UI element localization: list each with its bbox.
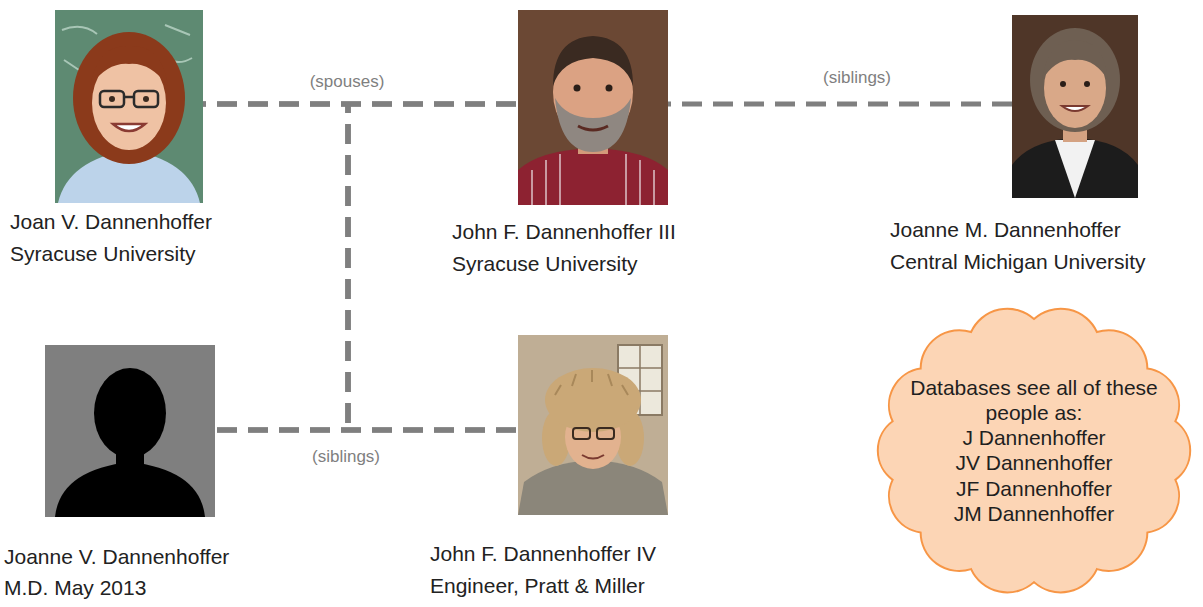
shirt — [518, 148, 668, 205]
dashed-segment — [668, 102, 1012, 107]
glasses-bridge — [124, 96, 134, 99]
person-name: Joanne V. Dannenhoffer — [4, 541, 324, 572]
smile — [582, 455, 604, 459]
photo-frame: Joan V. DannenhofferSyracuse University — [55, 10, 203, 203]
dashed-segment — [348, 428, 518, 433]
name-variant: JV Dannenhoffer — [909, 450, 1159, 475]
glasses — [134, 91, 158, 107]
eye — [1084, 81, 1090, 87]
cloud-outline — [870, 300, 1198, 601]
person-detail: Central Michigan University — [890, 246, 1195, 278]
glasses — [597, 428, 614, 439]
dashed-segment — [348, 102, 518, 107]
hair-fringe — [90, 46, 168, 86]
cloud-text: Databases see all of these people as:J D… — [909, 375, 1159, 526]
person-name: John F. Dannenhoffer III — [452, 216, 782, 248]
name-variant: J Dannenhoffer — [909, 425, 1159, 450]
dashed-segment — [203, 102, 518, 107]
backdrop — [45, 345, 215, 517]
photo-caption: Joanne V. DannenhofferM.D. May 2013 — [4, 541, 324, 603]
photo-frame: Joanne V. DannenhofferM.D. May 2013 — [45, 345, 215, 517]
eye — [1060, 81, 1066, 87]
person-name: Joan V. Dannenhoffer — [10, 206, 340, 238]
smile — [578, 126, 608, 130]
cloud-shape — [878, 309, 1190, 593]
chalkboard — [55, 10, 203, 203]
beard — [555, 98, 631, 152]
dashed-segment — [215, 428, 348, 433]
relation-label: (siblings) — [821, 68, 893, 88]
dashed-segment — [346, 104, 351, 430]
dashed-segment — [346, 104, 351, 430]
head — [94, 368, 166, 458]
hair — [553, 36, 633, 86]
smile — [1062, 106, 1088, 111]
photo-frame: John F. Dannenhoffer IVEngineer, Pratt &… — [518, 335, 668, 515]
portrait-photo — [518, 10, 668, 205]
person-detail: Engineer, Pratt & Miller — [430, 570, 760, 602]
relation-line — [215, 430, 518, 431]
collar — [1055, 140, 1095, 198]
shirt-stripes — [532, 154, 654, 205]
shoulders — [55, 462, 205, 517]
hair — [73, 32, 185, 164]
dashed-segment — [203, 102, 348, 107]
dashed-segment — [346, 104, 351, 430]
portrait-photo — [1012, 15, 1138, 198]
relation-label: (siblings) — [310, 447, 382, 467]
name-variant: JF Dannenhoffer — [909, 476, 1159, 501]
smile — [113, 124, 145, 131]
hair — [1030, 28, 1120, 132]
person-detail: Syracuse University — [10, 238, 340, 270]
photo-frame: Joanne M. DannenhofferCentral Michigan U… — [1012, 15, 1138, 198]
wall — [518, 335, 668, 515]
silhouette-photo — [45, 345, 215, 517]
eye — [574, 85, 581, 92]
dashed-segment — [346, 104, 351, 430]
jacket — [1012, 138, 1138, 198]
cloud-heading: Databases see all of these people as: — [909, 375, 1159, 425]
dashed-segment — [215, 428, 518, 433]
relation-line — [203, 104, 518, 105]
photo-caption: John F. Dannenhoffer IIISyracuse Univers… — [452, 216, 782, 280]
eye — [109, 96, 115, 102]
callout-cloud: Databases see all of these people as:J D… — [870, 300, 1198, 601]
portrait-photo — [55, 10, 203, 203]
backdrop — [518, 10, 668, 205]
glasses — [573, 428, 590, 439]
relation-line — [668, 104, 1012, 105]
dashed-segment — [348, 428, 518, 433]
person-detail: Syracuse University — [452, 248, 782, 280]
eye — [143, 96, 149, 102]
relation-label: (spouses) — [308, 72, 387, 92]
photo-caption: Joanne M. DannenhofferCentral Michigan U… — [890, 214, 1195, 278]
person-name: John F. Dannenhoffer IV — [430, 538, 760, 570]
portrait-photo — [518, 335, 668, 515]
eye — [606, 85, 613, 92]
hair-fringe — [1042, 40, 1108, 80]
name-variant: JM Dannenhoffer — [909, 501, 1159, 526]
photo-caption: John F. Dannenhoffer IVEngineer, Pratt &… — [430, 538, 760, 602]
dashed-segment — [203, 102, 348, 107]
backdrop — [1012, 15, 1138, 198]
fur-hat — [545, 368, 641, 432]
relation-line — [203, 104, 348, 430]
photo-frame: John F. Dannenhoffer IIISyracuse Univers… — [518, 10, 668, 205]
person-detail: M.D. May 2013 — [4, 572, 324, 603]
person-name: Joanne M. Dannenhoffer — [890, 214, 1195, 246]
glasses — [100, 91, 124, 107]
fur-texture — [555, 370, 628, 395]
dashed-segment — [215, 428, 348, 433]
photo-caption: Joan V. DannenhofferSyracuse University — [10, 206, 340, 270]
dashed-segment — [348, 102, 518, 107]
